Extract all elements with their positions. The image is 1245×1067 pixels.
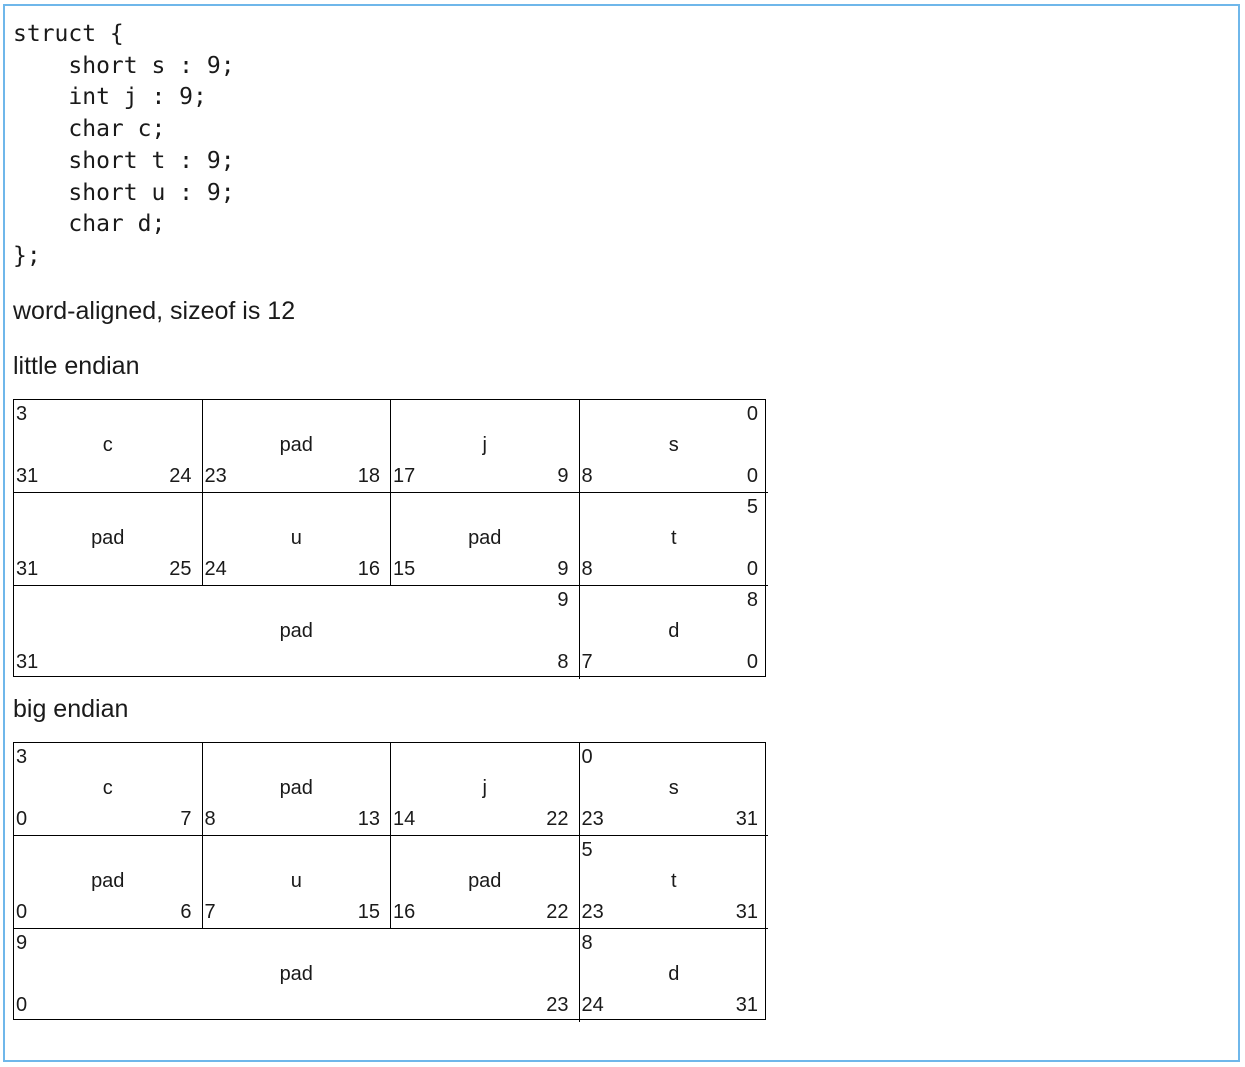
bit-end-label: 18 bbox=[357, 465, 380, 487]
field-name: c bbox=[102, 434, 113, 456]
bit-end-label: 22 bbox=[546, 901, 569, 923]
field-name: t bbox=[670, 870, 677, 892]
struct-code-block: struct { short s : 9; int j : 9; char c;… bbox=[13, 21, 235, 269]
bit-start-label: 8 bbox=[581, 558, 593, 580]
bit-start-label: 24 bbox=[581, 994, 604, 1016]
bit-end-label: 0 bbox=[746, 558, 758, 580]
bit-start-label: 0 bbox=[16, 994, 28, 1016]
byte-number-left: 5 bbox=[581, 839, 593, 861]
bit-end-label: 31 bbox=[735, 994, 758, 1016]
bit-start-label: 17 bbox=[393, 465, 416, 487]
field-cell-pad: pad 16 22 bbox=[391, 836, 580, 929]
bit-end-label: 31 bbox=[735, 808, 758, 830]
bit-start-label: 23 bbox=[204, 465, 227, 487]
field-cell-j: j 14 22 bbox=[391, 743, 580, 836]
field-cell-pad: pad 0 6 bbox=[14, 836, 203, 929]
little-endian-heading: little endian bbox=[13, 352, 140, 380]
bit-end-label: 7 bbox=[180, 808, 192, 830]
field-name: pad bbox=[279, 620, 313, 642]
field-name: c bbox=[102, 777, 113, 799]
field-name: pad bbox=[468, 527, 502, 549]
field-name: d bbox=[668, 963, 680, 985]
field-name: t bbox=[670, 527, 677, 549]
diagram-frame: struct { short s : 9; int j : 9; char c;… bbox=[3, 4, 1240, 1062]
bit-start-label: 7 bbox=[581, 651, 593, 673]
field-name: pad bbox=[279, 963, 313, 985]
field-name: pad bbox=[279, 777, 313, 799]
field-cell-c: 3 c 31 24 bbox=[14, 400, 203, 493]
bit-start-label: 31 bbox=[16, 651, 39, 673]
field-cell-t: 5 t 23 31 bbox=[579, 836, 768, 929]
field-name: s bbox=[668, 434, 679, 456]
bit-start-label: 15 bbox=[393, 558, 416, 580]
big-endian-table: 3 c 0 7 pad 8 13 j 14 22 0 s 23 31 pad 0 6 u 7 15 pad 16 22 5 t 2… bbox=[13, 742, 769, 1022]
byte-number-left: 0 bbox=[581, 746, 593, 768]
bit-end-label: 0 bbox=[746, 465, 758, 487]
field-cell-c: 3 c 0 7 bbox=[14, 743, 203, 836]
bit-end-label: 8 bbox=[557, 651, 569, 673]
bit-start-label: 0 bbox=[16, 901, 28, 923]
field-cell-j: j 17 9 bbox=[391, 400, 580, 493]
field-cell-s: 0 s 23 31 bbox=[579, 743, 768, 836]
field-cell-d: 8 d 24 31 bbox=[580, 929, 769, 1022]
bit-start-label: 31 bbox=[16, 558, 39, 580]
bit-end-label: 0 bbox=[746, 651, 758, 673]
byte-number-right: 0 bbox=[746, 403, 758, 425]
bit-end-label: 25 bbox=[169, 558, 192, 580]
field-cell-pad: pad 31 25 bbox=[14, 493, 203, 586]
field-name: d bbox=[668, 620, 680, 642]
bit-start-label: 8 bbox=[204, 808, 216, 830]
bit-end-label: 9 bbox=[557, 558, 569, 580]
field-cell-pad: pad 23 18 bbox=[202, 400, 391, 493]
bit-start-label: 8 bbox=[581, 465, 593, 487]
byte-number-left: 9 bbox=[16, 932, 28, 954]
field-name: pad bbox=[91, 527, 125, 549]
byte-number-left: 3 bbox=[16, 746, 28, 768]
bit-start-label: 23 bbox=[581, 808, 604, 830]
bit-end-label: 22 bbox=[546, 808, 569, 830]
byte-number-left: 3 bbox=[16, 403, 28, 425]
byte-number-right: 5 bbox=[746, 496, 758, 518]
bit-end-label: 9 bbox=[557, 465, 569, 487]
bit-end-label: 23 bbox=[546, 994, 569, 1016]
bit-end-label: 31 bbox=[735, 901, 758, 923]
bit-start-label: 24 bbox=[204, 558, 227, 580]
bit-end-label: 13 bbox=[357, 808, 380, 830]
bit-start-label: 7 bbox=[204, 901, 216, 923]
byte-number-left: 8 bbox=[581, 932, 593, 954]
bit-start-label: 0 bbox=[16, 808, 28, 830]
field-name: j bbox=[482, 434, 487, 456]
field-name: j bbox=[482, 777, 487, 799]
field-name: pad bbox=[468, 870, 502, 892]
field-cell-pad: 9 pad 0 23 bbox=[14, 929, 580, 1022]
field-cell-pad: pad 15 9 bbox=[391, 493, 580, 586]
field-cell-u: u 7 15 bbox=[202, 836, 391, 929]
bit-start-label: 14 bbox=[393, 808, 416, 830]
byte-number-right: 9 bbox=[557, 589, 569, 611]
alignment-note: word-aligned, sizeof is 12 bbox=[13, 297, 296, 325]
bit-end-label: 24 bbox=[169, 465, 192, 487]
bit-start-label: 31 bbox=[16, 465, 39, 487]
big-endian-heading: big endian bbox=[13, 695, 129, 723]
field-name: pad bbox=[91, 870, 125, 892]
field-name: s bbox=[668, 777, 679, 799]
field-cell-u: u 24 16 bbox=[202, 493, 391, 586]
bit-end-label: 6 bbox=[180, 901, 192, 923]
field-name: pad bbox=[279, 434, 313, 456]
field-name: u bbox=[290, 527, 302, 549]
field-cell-d: 8 d 7 0 bbox=[580, 586, 769, 679]
bit-end-label: 15 bbox=[357, 901, 380, 923]
field-cell-pad: pad 8 13 bbox=[202, 743, 391, 836]
field-cell-t: 5 t 8 0 bbox=[579, 493, 768, 586]
bit-start-label: 16 bbox=[393, 901, 416, 923]
field-cell-s: 0 s 8 0 bbox=[579, 400, 768, 493]
field-cell-pad: 9 pad 31 8 bbox=[14, 586, 580, 679]
bit-start-label: 23 bbox=[581, 901, 604, 923]
bit-end-label: 16 bbox=[357, 558, 380, 580]
field-name: u bbox=[290, 870, 302, 892]
byte-number-right: 8 bbox=[746, 589, 758, 611]
